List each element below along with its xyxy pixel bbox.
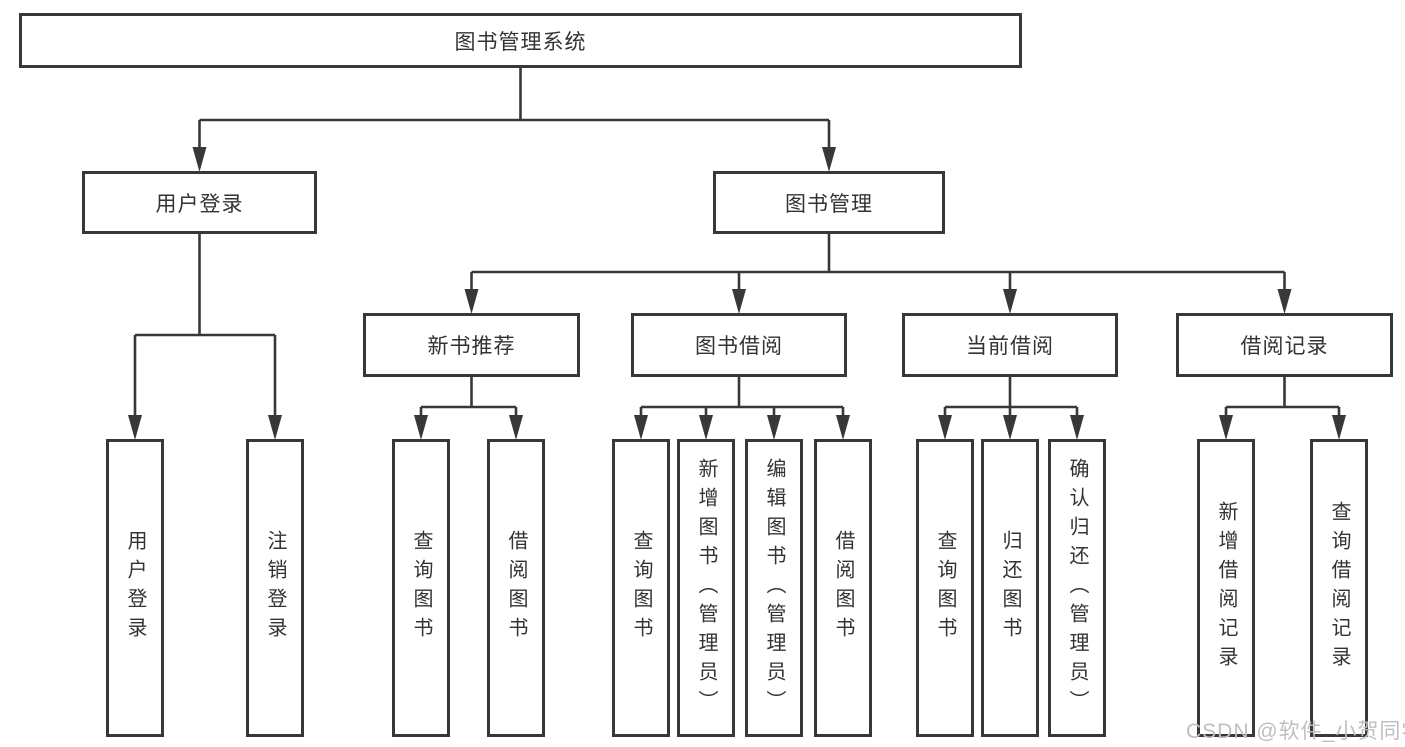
node-user-login: 用户登录 bbox=[82, 171, 317, 234]
leaf-confirm-return-admin: 确认归还（管理员） bbox=[1048, 439, 1106, 737]
leaf-query-book-1: 查询图书 bbox=[392, 439, 450, 737]
leaf-return-book: 归还图书 bbox=[981, 439, 1039, 737]
leaf-add-borrow-record: 新增借阅记录 bbox=[1197, 439, 1255, 737]
node-root: 图书管理系统 bbox=[19, 13, 1022, 68]
leaf-borrow-book-1: 借阅图书 bbox=[487, 439, 545, 737]
leaf-edit-book-admin: 编辑图书（管理员） bbox=[745, 439, 803, 737]
leaf-query-borrow-record: 查询借阅记录 bbox=[1310, 439, 1368, 737]
leaf-user-login: 用户登录 bbox=[106, 439, 164, 737]
node-book-management: 图书管理 bbox=[713, 171, 945, 234]
watermark: CSDN @软件_小贺同学 bbox=[1186, 720, 1405, 743]
leaf-query-book-3: 查询图书 bbox=[916, 439, 974, 737]
leaf-add-book-admin: 新增图书（管理员） bbox=[677, 439, 735, 737]
leaf-query-book-2: 查询图书 bbox=[612, 439, 670, 737]
node-borrow-record: 借阅记录 bbox=[1176, 313, 1393, 377]
node-current-borrow: 当前借阅 bbox=[902, 313, 1118, 377]
node-new-book-recommend: 新书推荐 bbox=[363, 313, 580, 377]
leaf-borrow-book-2: 借阅图书 bbox=[814, 439, 872, 737]
leaf-logout: 注销登录 bbox=[246, 439, 304, 737]
node-book-borrow: 图书借阅 bbox=[631, 313, 847, 377]
